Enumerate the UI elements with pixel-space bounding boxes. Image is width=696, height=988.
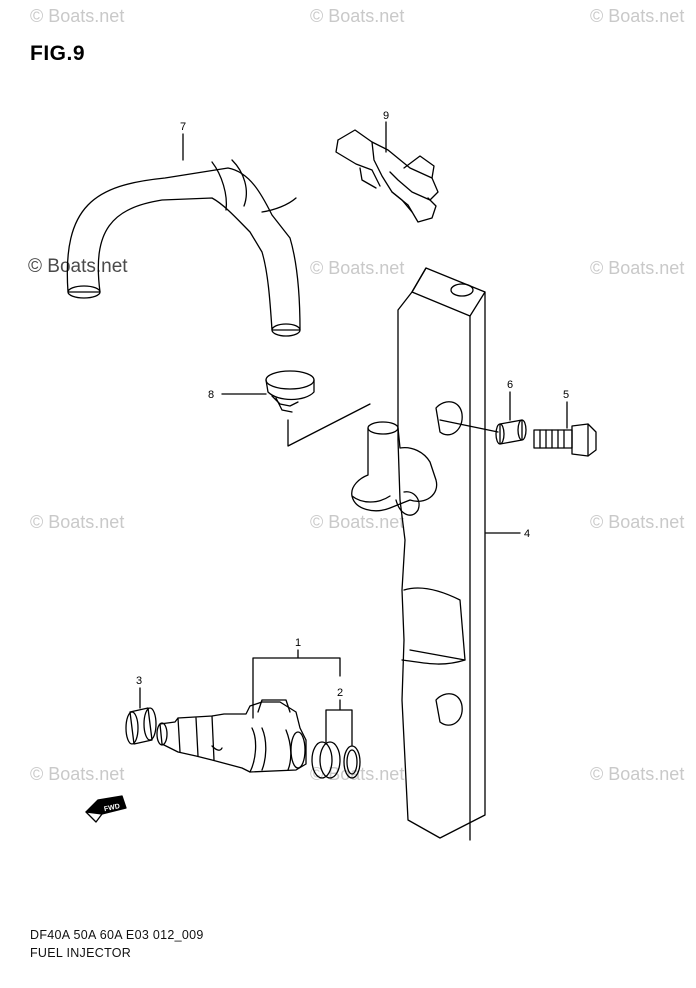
watermark: © Boats.net [30,6,125,26]
fuel-inlet-fitting [351,421,438,516]
callout-2: 2 [337,687,343,699]
part-7-hose[interactable] [66,159,301,337]
watermark: © Boats.net [590,512,685,532]
watermark: © Boats.net [28,256,128,277]
diagram-code: DF40A 50A 60A E03 012_009 [30,928,204,942]
figure-title: FIG.9 [30,42,86,65]
part-8-hose-clamp[interactable] [265,370,315,413]
part-6-collar[interactable] [495,419,527,445]
watermark: © Boats.net [30,764,125,784]
callout-9: 9 [383,110,389,122]
watermark: © Boats.net [30,512,125,532]
watermark: © Boats.net [310,6,405,26]
part-1-fuel-injector[interactable] [156,699,307,773]
callout-1: 1 [295,637,301,649]
forward-arrow-label: FWD [104,803,121,813]
watermark: © Boats.net [590,6,685,26]
part-3-cushion[interactable] [125,707,157,745]
callout-leaders [139,121,568,747]
assembly-guide-line [439,419,499,433]
callout-5: 5 [563,389,569,401]
callout-8: 8 [208,389,214,401]
watermark: © Boats.net [310,258,405,278]
watermark: © Boats.net [590,764,685,784]
watermark: © Boats.net [310,512,405,532]
part-2-o-rings[interactable] [311,741,361,779]
part-4-fuel-delivery-pipe[interactable] [397,267,486,841]
diagram-title: FUEL INJECTOR [30,946,132,960]
callout-6: 6 [507,379,513,391]
callout-7: 7 [180,121,186,133]
assembly-guide-line [287,403,371,447]
part-5-bolt[interactable] [533,423,597,457]
callout-3: 3 [136,675,142,687]
part-9-clamp-bracket[interactable] [335,129,439,223]
callout-4: 4 [524,528,530,540]
watermark: © Boats.net [590,258,685,278]
forward-arrow-icon [85,795,127,823]
